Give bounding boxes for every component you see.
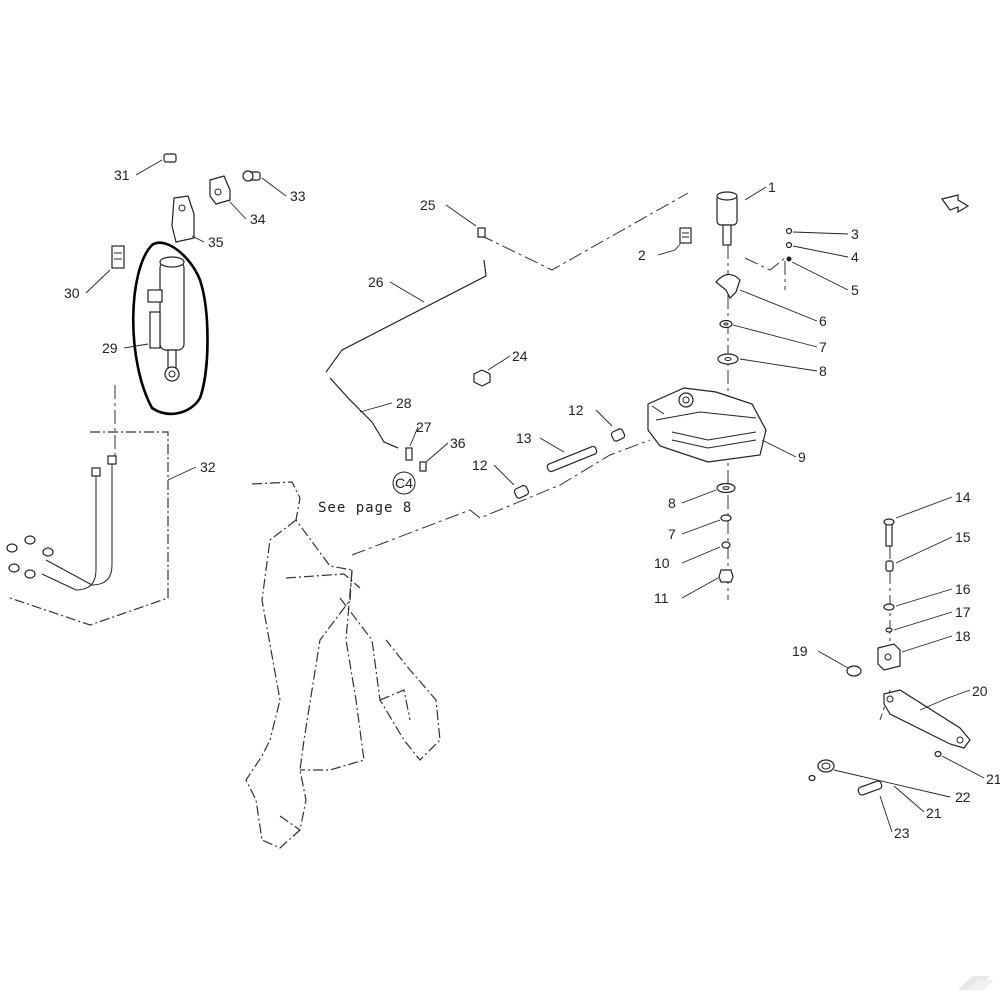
part-14-bolt[interactable] [883, 518, 895, 547]
callout-33[interactable]: 33 [290, 188, 306, 204]
part-31-bolt[interactable] [163, 153, 177, 163]
part-27-fitting[interactable] [405, 447, 413, 461]
callout-27[interactable]: 27 [416, 419, 432, 435]
callout-4[interactable]: 4 [851, 249, 859, 265]
part-18-block[interactable] [877, 643, 901, 671]
callout-1[interactable]: 1 [768, 179, 776, 195]
part-35-clevis[interactable] [171, 195, 195, 243]
part-20-lever[interactable] [883, 689, 971, 749]
part-34-clevis[interactable] [209, 175, 231, 205]
part-23-pin[interactable] [857, 780, 883, 796]
callout-8-lower[interactable]: 8 [668, 495, 676, 511]
callout-15[interactable]: 15 [955, 529, 971, 545]
part-10-lock-washer[interactable] [721, 541, 731, 549]
callout-12-left[interactable]: 12 [472, 457, 488, 473]
part-21-washer-right[interactable] [934, 750, 942, 758]
part-32-hose-set[interactable] [6, 455, 117, 591]
part-7-washer-upper[interactable] [719, 319, 733, 329]
assembly-centerlines [114, 192, 891, 721]
callout-10[interactable]: 10 [654, 555, 670, 571]
part-29-cylinder[interactable] [147, 256, 185, 382]
callout-2[interactable]: 2 [638, 247, 646, 263]
callout-7[interactable]: 7 [819, 339, 827, 355]
part-2-decal[interactable] [679, 227, 692, 244]
part-12-bushing-right[interactable] [610, 428, 626, 442]
callout-35[interactable]: 35 [208, 234, 224, 250]
callout-14[interactable]: 14 [955, 489, 971, 505]
part-19-bushing[interactable] [846, 665, 862, 677]
part-24-nut[interactable] [473, 369, 491, 387]
part-21-washer-left[interactable] [808, 774, 816, 782]
callout-34[interactable]: 34 [250, 211, 266, 227]
callout-26[interactable]: 26 [368, 274, 384, 290]
part-1-knob[interactable] [716, 191, 738, 246]
callout-30[interactable]: 30 [64, 285, 80, 301]
part-5-nut[interactable] [786, 256, 792, 262]
part-4-washer[interactable] [785, 241, 793, 249]
leader-lines [85, 159, 985, 833]
callout-6[interactable]: 6 [819, 313, 827, 329]
callout-8[interactable]: 8 [819, 363, 827, 379]
page-reference: C4 See page 8 [318, 471, 416, 516]
callout-12-right[interactable]: 12 [568, 402, 584, 418]
callout-31[interactable]: 31 [114, 167, 130, 183]
callout-24[interactable]: 24 [512, 348, 528, 364]
highlight-outline [131, 241, 209, 416]
part-12-bushing-left[interactable] [513, 484, 530, 500]
callout-36[interactable]: 36 [450, 435, 466, 451]
main-frame [245, 481, 441, 849]
callout-labels: 1 2 3 4 5 6 7 8 9 8 7 10 11 12 13 12 14 … [64, 167, 1000, 841]
part-22-spring[interactable] [817, 759, 835, 773]
part-36-fitting[interactable] [419, 461, 427, 472]
callout-19[interactable]: 19 [792, 643, 808, 659]
part-11-nut[interactable] [718, 569, 734, 583]
part-15-spacer[interactable] [885, 560, 894, 572]
callout-11[interactable]: 11 [654, 590, 669, 606]
see-page-note[interactable]: See page 8 [318, 500, 412, 516]
part-9-housing[interactable] [647, 387, 767, 463]
callout-25[interactable]: 25 [420, 197, 436, 213]
part-28-hose[interactable] [329, 377, 399, 449]
callout-17[interactable]: 17 [955, 604, 971, 620]
part-13-pin[interactable] [546, 445, 598, 473]
callout-29[interactable]: 29 [102, 340, 118, 356]
part-26-cable[interactable] [325, 259, 487, 373]
callout-9[interactable]: 9 [798, 449, 806, 465]
callout-32[interactable]: 32 [200, 459, 216, 475]
callout-20[interactable]: 20 [972, 683, 988, 699]
callout-21-right[interactable]: 21 [986, 771, 1000, 787]
callout-22[interactable]: 22 [955, 789, 971, 805]
part-32-frame [9, 431, 169, 626]
callout-16[interactable]: 16 [955, 581, 971, 597]
brand-logo-icon [958, 976, 994, 990]
direction-arrow-icon [940, 194, 970, 214]
part-30-decal[interactable] [111, 245, 125, 269]
callout-18[interactable]: 18 [955, 628, 971, 644]
part-16-washer[interactable] [883, 603, 895, 611]
callout-3[interactable]: 3 [851, 226, 859, 242]
callout-28[interactable]: 28 [396, 395, 412, 411]
part-7-washer-lower[interactable] [720, 514, 732, 522]
part-17-ring[interactable] [885, 627, 893, 633]
part-25-fitting[interactable] [477, 227, 486, 238]
callout-23[interactable]: 23 [894, 825, 910, 841]
callout-21-left[interactable]: 21 [926, 805, 942, 821]
part-8-washer-upper[interactable] [717, 353, 739, 365]
part-33-pin[interactable] [242, 170, 261, 182]
circled-ref-c4: C4 [395, 475, 413, 491]
part-8-washer-lower[interactable] [716, 482, 736, 494]
callout-13[interactable]: 13 [516, 430, 532, 446]
callout-7-lower[interactable]: 7 [668, 526, 676, 542]
part-3-screw[interactable] [785, 227, 793, 235]
part-6-bracket[interactable] [715, 273, 741, 300]
callout-5[interactable]: 5 [851, 282, 859, 298]
